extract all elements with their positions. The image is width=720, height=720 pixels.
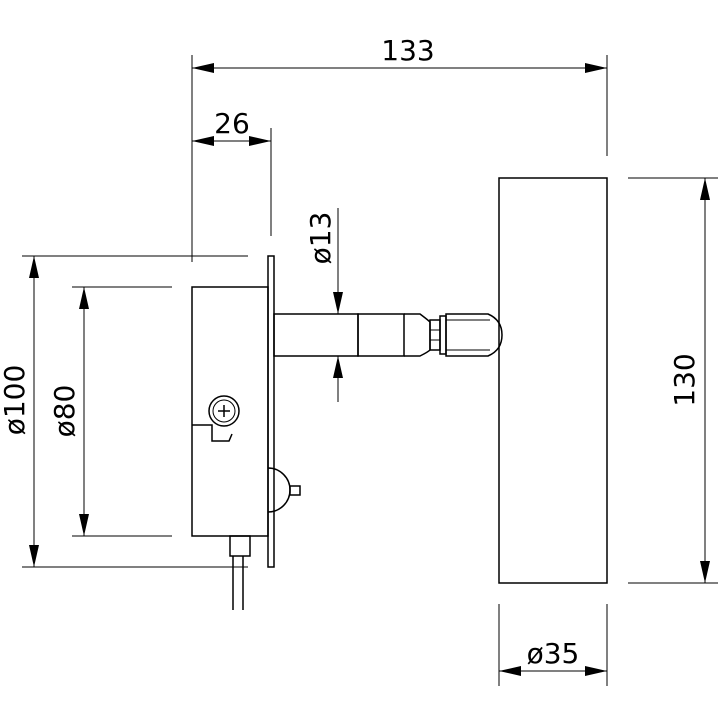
screw-icon (208, 395, 240, 427)
dim-head-length-label: 130 (668, 353, 701, 406)
dim-base-inner-diameter: ø80 (48, 286, 172, 537)
dim-base-outer-diameter: ø100 (0, 255, 248, 568)
wall-base (191, 255, 275, 568)
dim-base-depth-label: 26 (214, 107, 250, 140)
dim-base-outer-diameter-label: ø100 (0, 365, 31, 436)
dim-head-length: 130 (628, 177, 718, 584)
power-cable (229, 535, 251, 610)
dim-head-diameter: ø35 (498, 604, 608, 686)
dim-base-inner-diameter-label: ø80 (48, 385, 81, 438)
dim-arm-diameter-label: ø13 (304, 212, 337, 265)
arm (273, 313, 503, 357)
lamp-head (498, 177, 608, 584)
dim-overall-length-label: 133 (381, 34, 434, 67)
switch-knob (267, 467, 301, 513)
dim-overall-length: 133 (191, 34, 608, 262)
dim-head-diameter-label: ø35 (527, 637, 580, 670)
dim-base-depth: 26 (192, 107, 272, 236)
dim-arm-diameter: ø13 (304, 208, 343, 402)
